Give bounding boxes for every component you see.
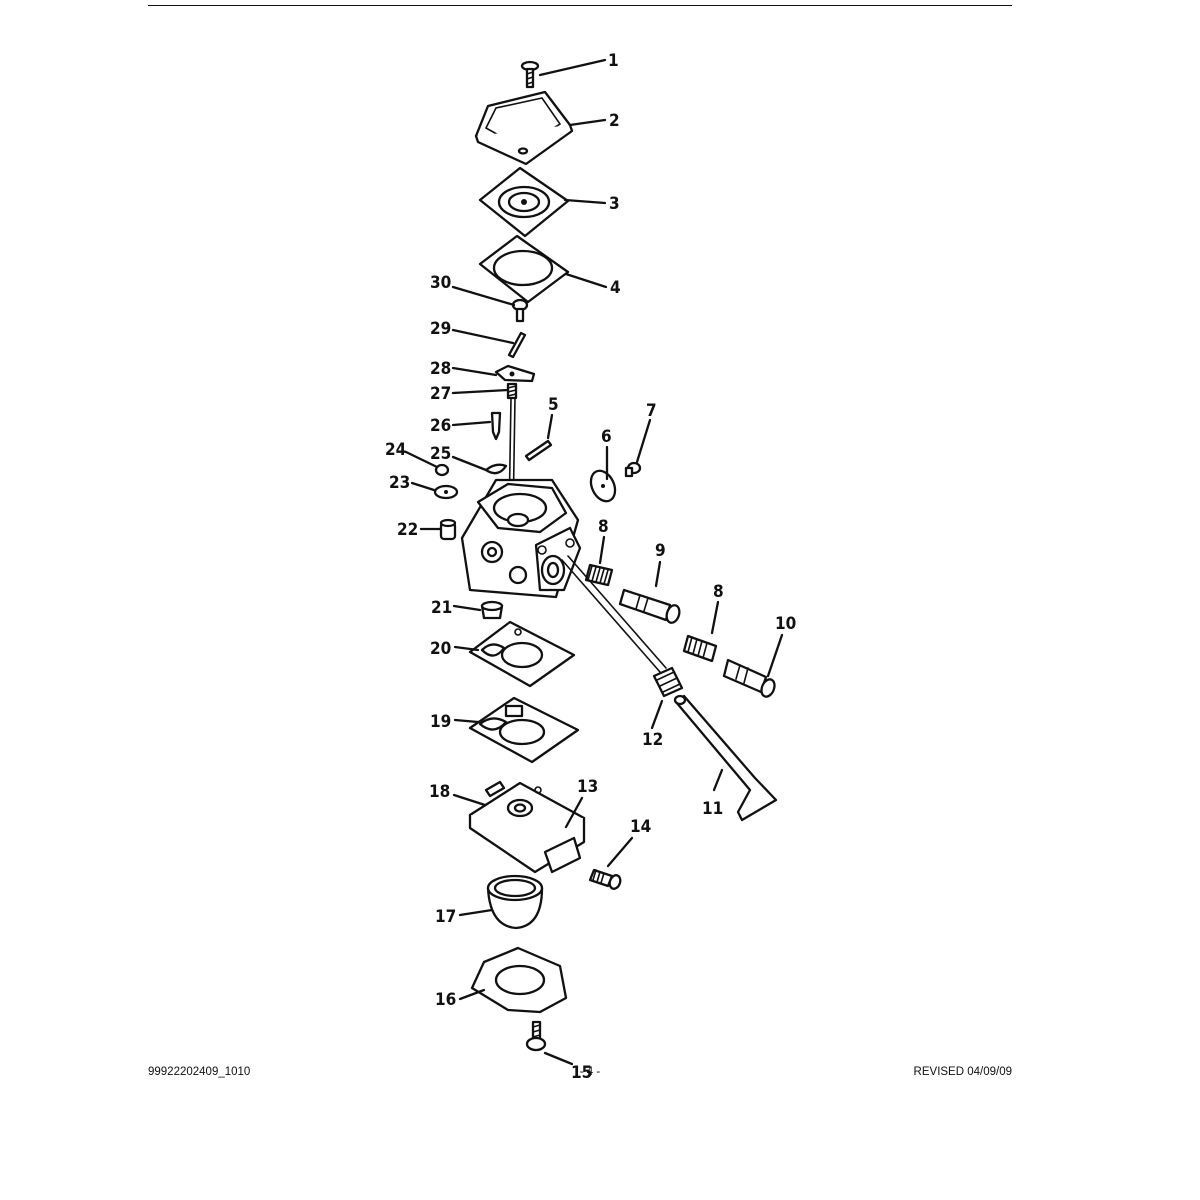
- part-6-throttle-plate: [589, 469, 617, 503]
- callout-25: 25: [430, 444, 451, 464]
- callout-24: 24: [385, 440, 406, 460]
- part-18-metering-cover: [468, 780, 586, 874]
- callout-22: 22: [397, 520, 418, 540]
- part-11-throttle-lever: [673, 694, 778, 822]
- part-14-screw: [588, 868, 622, 890]
- callout-30: 30: [430, 273, 451, 293]
- callout-9: 9: [655, 541, 666, 561]
- callout-7: 7: [646, 401, 657, 421]
- throttle-shaft-line: [561, 555, 667, 673]
- part-24-cap: [434, 463, 450, 477]
- part-17-primer-bulb: [486, 874, 544, 930]
- part-15-screw: [525, 1020, 547, 1052]
- callout-8a: 8: [598, 517, 609, 537]
- part-29-pin: [507, 331, 527, 359]
- part-12-return-spring: [652, 666, 684, 698]
- part-27-spring: [506, 382, 518, 400]
- leader-lines: [404, 58, 784, 1066]
- callout-11: 11: [702, 799, 723, 819]
- callout-21: 21: [431, 598, 452, 618]
- callout-14: 14: [630, 817, 651, 837]
- callout-12: 12: [642, 730, 663, 750]
- callout-27: 27: [430, 384, 451, 404]
- callout-6: 6: [601, 427, 612, 447]
- part-5-valve-pin: [524, 439, 553, 462]
- footer-revision: REVISED 04/09/09: [913, 1066, 1012, 1078]
- part-26-inlet-needle: [490, 411, 502, 441]
- callout-18: 18: [429, 782, 450, 802]
- callout-2: 2: [609, 111, 620, 131]
- part-28-lever: [494, 364, 536, 383]
- footer-doc-number: 99922202409_1010: [148, 1066, 251, 1078]
- part-4-gasket: [478, 234, 570, 304]
- part-16-retainer: [470, 946, 568, 1014]
- part-23-washer: [433, 484, 459, 500]
- part-21-cup: [480, 600, 504, 620]
- footer-page-number: - 4 -: [579, 1066, 601, 1078]
- part-25-clip: [484, 463, 508, 475]
- header-rule: [148, 5, 1012, 6]
- callout-26: 26: [430, 416, 451, 436]
- part-30-screw: [511, 298, 529, 323]
- callout-10: 10: [775, 614, 796, 634]
- callout-13: 13: [577, 777, 598, 797]
- callout-3: 3: [609, 194, 620, 214]
- part-8-spring-upper: [584, 563, 614, 587]
- part-2-cover: [474, 90, 574, 166]
- callout-16: 16: [435, 990, 456, 1010]
- callout-8b: 8: [713, 582, 724, 602]
- part-1-screw: [520, 60, 540, 89]
- part-9-adjusting-screw: [618, 588, 681, 624]
- part-8-spring-lower: [682, 634, 718, 663]
- part-10-adjusting-screw: [722, 658, 776, 698]
- part-20-gasket: [468, 620, 576, 688]
- callout-23: 23: [389, 473, 410, 493]
- callout-labels: 1 2 3 4 5 6 7 8 8 9 10 11 12 13 14 15 16…: [385, 51, 796, 1083]
- part-7-screw: [624, 461, 642, 478]
- callout-19: 19: [430, 712, 451, 732]
- carburetor-body: [460, 478, 582, 599]
- callout-1: 1: [608, 51, 619, 71]
- callout-29: 29: [430, 319, 451, 339]
- callout-20: 20: [430, 639, 451, 659]
- callout-15: 15: [571, 1063, 592, 1083]
- part-22-plug: [439, 518, 457, 541]
- part-19-diaphragm: [468, 696, 580, 764]
- callout-5: 5: [548, 395, 559, 415]
- part-3-pump-diaphragm: [478, 166, 570, 238]
- callout-28: 28: [430, 359, 451, 379]
- callout-17: 17: [435, 907, 456, 927]
- callout-4: 4: [610, 278, 621, 298]
